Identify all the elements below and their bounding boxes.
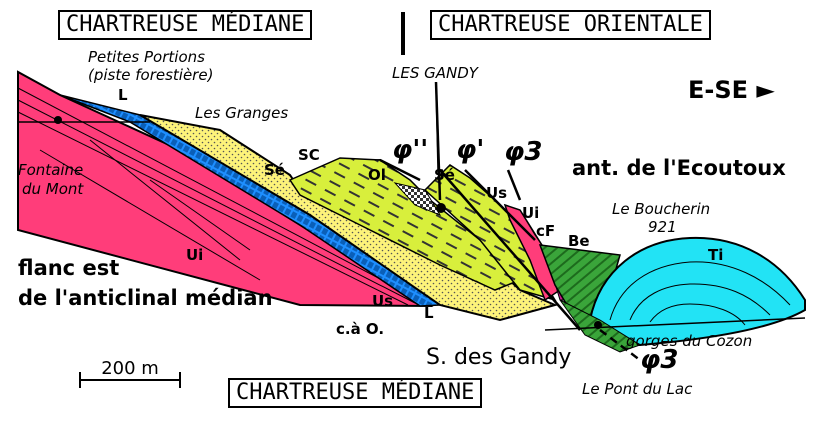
label-L-top: L bbox=[118, 86, 128, 104]
header-chartreuse-orientale: CHARTREUSE ORIENTALE bbox=[430, 10, 711, 40]
point-pont bbox=[594, 321, 602, 329]
strata-lines bbox=[17, 87, 421, 306]
point-gandy bbox=[436, 203, 446, 213]
label-Ui-left: Ui bbox=[186, 246, 203, 264]
label-Ol: Ol bbox=[368, 166, 386, 184]
label-piste: (piste forestière) bbox=[88, 66, 213, 84]
label-gorges: gorges du Cozon bbox=[626, 332, 752, 350]
unit-ol-checker bbox=[393, 182, 442, 217]
label-SC: SC bbox=[298, 146, 320, 164]
scale-bar: 200 m bbox=[79, 358, 181, 388]
label-synclinal: S. des Gandy bbox=[426, 345, 571, 370]
label-Se-left: Sé bbox=[264, 161, 285, 179]
label-Be: Be bbox=[568, 232, 590, 250]
cyan-arches bbox=[609, 261, 791, 326]
scale-label: 200 m bbox=[101, 358, 159, 379]
label-les-gandy: LES GANDY bbox=[392, 64, 480, 82]
header-chartreuse-mediane: CHARTREUSE MÉDIANE bbox=[58, 10, 313, 40]
fault-phi-3-top: φ3 bbox=[504, 137, 542, 167]
footer-chartreuse-mediane: CHARTREUSE MÉDIANE bbox=[228, 378, 483, 408]
label-pont-du-lac: Le Pont du Lac bbox=[582, 380, 693, 398]
label-altitude: 921 bbox=[648, 218, 677, 236]
unit-ti-cyan bbox=[588, 236, 806, 347]
label-ca-O: c.à O. bbox=[336, 320, 384, 338]
label-anticline-ecoutoux: ant. de l'Ecoutoux bbox=[572, 156, 786, 180]
point-fontaine bbox=[54, 116, 62, 124]
label-Se-right: Sé bbox=[434, 166, 455, 184]
fault-phi-3-bottom: φ3 bbox=[640, 345, 678, 375]
label-fontaine: Fontaine bbox=[18, 161, 83, 179]
reference-line-right bbox=[544, 317, 806, 331]
gandy-pointer bbox=[435, 81, 439, 171]
label-les-granges: Les Granges bbox=[195, 104, 288, 122]
label-Us-top: Us bbox=[486, 184, 507, 202]
fault-phi-prime: φ' bbox=[456, 135, 484, 165]
direction-label: E-SE ► bbox=[688, 76, 775, 104]
label-L-bottom: L bbox=[424, 304, 434, 322]
label-Us-bottom: Us bbox=[372, 292, 393, 310]
label-le-boucherin: Le Boucherin bbox=[612, 200, 710, 218]
label-anticlinal-median: de l'anticlinal médian bbox=[18, 286, 273, 310]
label-cF: cF bbox=[536, 222, 555, 240]
fault-phi-second: φ'' bbox=[392, 135, 428, 165]
label-petites-portions: Petites Portions bbox=[88, 48, 205, 66]
label-Ui-right: Ui bbox=[522, 204, 539, 222]
label-flanc-est: flanc est bbox=[18, 256, 119, 280]
label-Ti: Ti bbox=[708, 246, 723, 264]
label-du-mont: du Mont bbox=[22, 180, 84, 198]
